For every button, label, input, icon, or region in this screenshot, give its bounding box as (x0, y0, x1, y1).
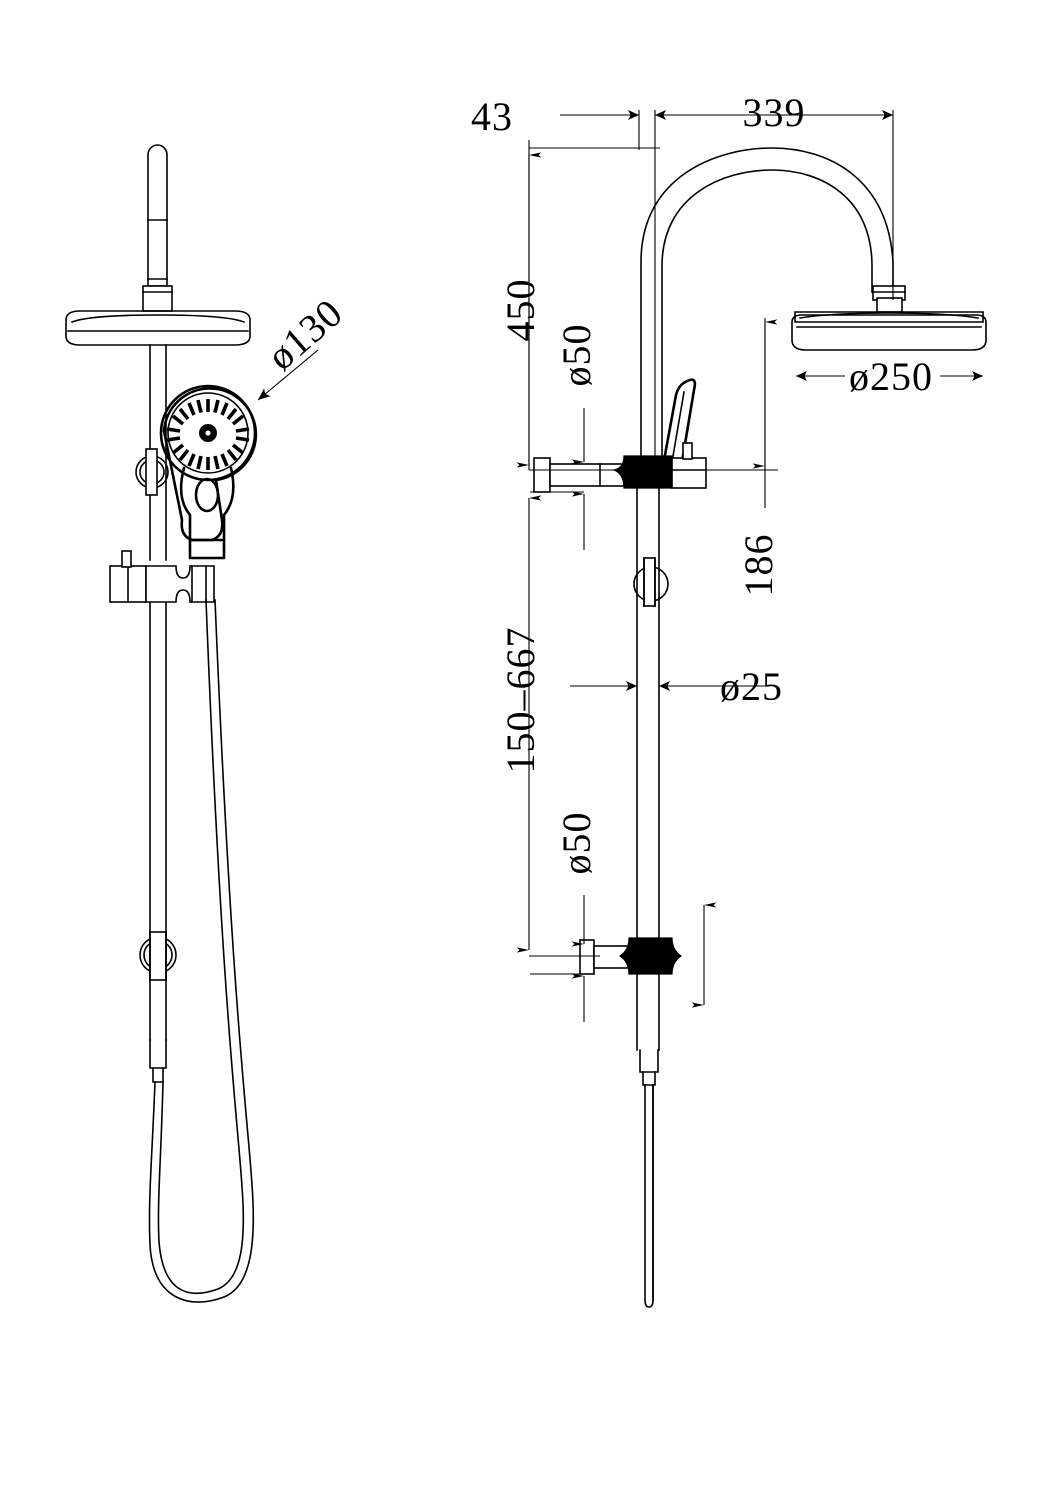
side-view-handheld-shower (661, 378, 697, 468)
dim-43-label: 43 (471, 94, 513, 139)
dim-50-lower-label: ø50 (554, 812, 599, 875)
side-view-rain-shower-head (791, 285, 987, 351)
front-view-rail-collar-lower (139, 931, 177, 981)
dim-25-label: ø25 (720, 664, 783, 709)
side-view (533, 147, 987, 1308)
dim-50-lower: ø50 (530, 812, 599, 1022)
dim-186-label: 186 (736, 534, 781, 597)
dim-150-667-label: 150–667 (498, 627, 543, 774)
dim-130-label: ø130 (258, 290, 351, 379)
dim-50-upper-label: ø50 (554, 324, 599, 387)
front-view-head-connector (142, 285, 173, 312)
front-view-hose (148, 599, 255, 1303)
side-view-hose (639, 1049, 659, 1308)
dim-130: ø130 (257, 290, 351, 401)
dim-250-label: ø250 (849, 354, 933, 399)
dim-50-upper: ø50 (530, 324, 599, 550)
side-view-upper-wall-bracket (533, 442, 707, 493)
dim-450: 450 (498, 152, 543, 468)
front-view-handheld-shower-head (159, 384, 258, 560)
dim-186: 186 (736, 319, 781, 597)
dim-25: ø25 (570, 664, 783, 709)
dim-339-label: 339 (743, 90, 806, 135)
side-view-rail-collar (633, 557, 669, 607)
front-view-riser-top (147, 144, 168, 287)
dim-339: 339 (655, 90, 893, 135)
front-view (65, 144, 258, 1303)
front-view-rain-shower-head (65, 310, 251, 346)
side-view-slide-rail (636, 481, 660, 1051)
dim-250: ø250 (796, 354, 983, 399)
dimension-layer: 43 339 450 ø50 (257, 90, 983, 1022)
dim-150-667: 150–667 (498, 495, 543, 953)
side-view-lower-wall-bracket (579, 937, 683, 975)
front-view-rail-collar-upper (135, 448, 169, 496)
dim-43: 43 (471, 94, 639, 139)
handheld-spray-pattern (166, 399, 250, 470)
dim-450-label: 450 (498, 279, 543, 342)
front-view-wall-bracket (109, 550, 215, 603)
